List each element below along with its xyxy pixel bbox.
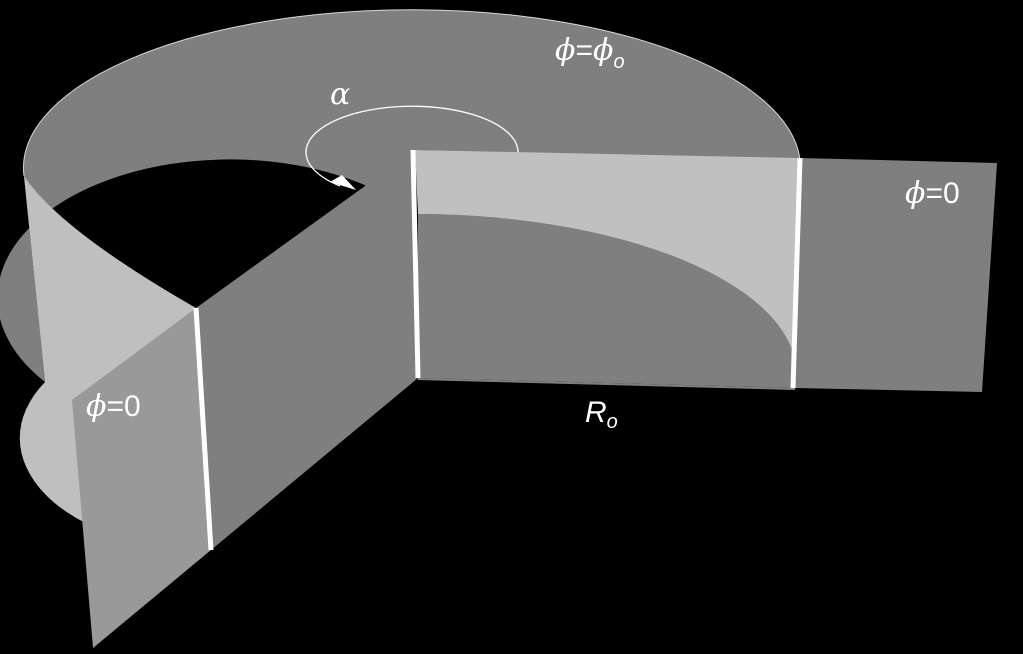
right-boundary-plane	[795, 158, 997, 392]
label-phi-zero-right: ϕ=0	[905, 176, 960, 211]
edge-inner-corner	[410, 149, 421, 379]
inner-lower-wall	[418, 213, 800, 388]
edge-right-outer	[790, 157, 803, 389]
alpha-arc	[305, 105, 519, 187]
bottom-plane	[418, 378, 795, 390]
label-alpha: α	[330, 77, 350, 112]
left-lower-flap	[72, 308, 211, 648]
label-phi-outer: ϕ=ϕo	[555, 33, 625, 73]
ring-outline	[23, 9, 801, 177]
left-boundary-plane	[196, 150, 418, 550]
alpha-arrowhead	[330, 175, 356, 190]
right-light-plane	[415, 150, 800, 388]
edge-left-outer	[193, 307, 214, 551]
label-phi-zero-left: ϕ=0	[86, 389, 141, 424]
label-radius: Ro	[585, 396, 618, 433]
